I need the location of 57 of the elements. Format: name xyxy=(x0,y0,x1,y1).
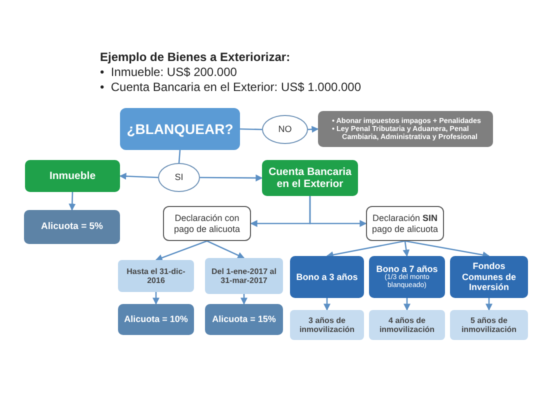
connector-line xyxy=(240,128,262,130)
decision-box xyxy=(120,108,240,150)
box-text: Alicuota = 15% xyxy=(212,314,276,325)
box-text: 3 años de inmovilización xyxy=(298,316,356,334)
box-text: ¿BLANQUEAR? xyxy=(126,120,234,138)
instrument-box xyxy=(450,256,528,298)
arrow xyxy=(240,294,248,305)
box-text: Fondos Comunes de Inversión xyxy=(460,261,517,293)
rate-box xyxy=(24,210,120,244)
rate-box xyxy=(205,304,283,335)
consequence-box xyxy=(318,111,493,147)
arrow xyxy=(119,172,158,180)
box-text: NO xyxy=(278,124,292,135)
instrument-box xyxy=(290,256,364,298)
arrow xyxy=(155,240,208,262)
arrow xyxy=(324,298,330,311)
arrow xyxy=(309,196,367,227)
period-box xyxy=(118,260,194,292)
lockup-box xyxy=(450,310,528,340)
box-text: Declaración con pago de alicuota xyxy=(172,213,242,234)
arrow xyxy=(486,298,492,311)
box-text: Alicuota = 10% xyxy=(124,314,188,325)
box-text: Bono a 7 años xyxy=(376,264,438,274)
bullet-text: • Cuenta Bancaria en el Exterior: US$ 1.000.000 xyxy=(100,80,362,95)
category-box xyxy=(262,160,358,196)
arrow xyxy=(308,126,319,133)
rate-box xyxy=(118,304,194,335)
category-box xyxy=(25,160,120,192)
box-text: Bono a 3 años xyxy=(296,272,358,282)
arrow xyxy=(402,240,410,257)
declaration-box xyxy=(163,206,251,241)
box-text: 5 años de inmovilización xyxy=(460,316,518,334)
box-text: Cuenta Bancaria en el Exterior xyxy=(268,166,352,190)
arrow xyxy=(206,240,245,259)
heading: Ejemplo de Bienes a Exteriorizar: xyxy=(100,50,290,64)
instrument-box xyxy=(369,256,445,298)
answer-circle xyxy=(262,115,308,144)
declaration-box xyxy=(366,206,444,241)
box-text: Del 1-ene-2017 al 31-mar-2017 xyxy=(210,266,278,286)
box-text: 4 años de inmovilización xyxy=(378,316,436,334)
box-text: SI xyxy=(174,172,184,183)
arrow xyxy=(326,240,406,258)
lockup-box xyxy=(290,310,364,340)
box-text: Alicuota = 5% xyxy=(40,222,104,232)
arrow xyxy=(404,298,410,311)
bullet-text: • Inmueble: US$ 200.000 xyxy=(100,65,238,80)
lockup-box xyxy=(369,310,445,340)
connector-line xyxy=(178,150,181,164)
box-text: Hasta el 31-dic-2016 xyxy=(126,266,186,286)
box-text: Declaración SIN pago de alicuota xyxy=(371,213,439,234)
period-box xyxy=(205,258,283,294)
arrow xyxy=(404,240,490,258)
arrow xyxy=(68,192,76,211)
box-text: Inmueble xyxy=(49,170,96,182)
arrow xyxy=(200,174,263,182)
answer-circle xyxy=(158,163,200,192)
arrow xyxy=(152,292,160,305)
